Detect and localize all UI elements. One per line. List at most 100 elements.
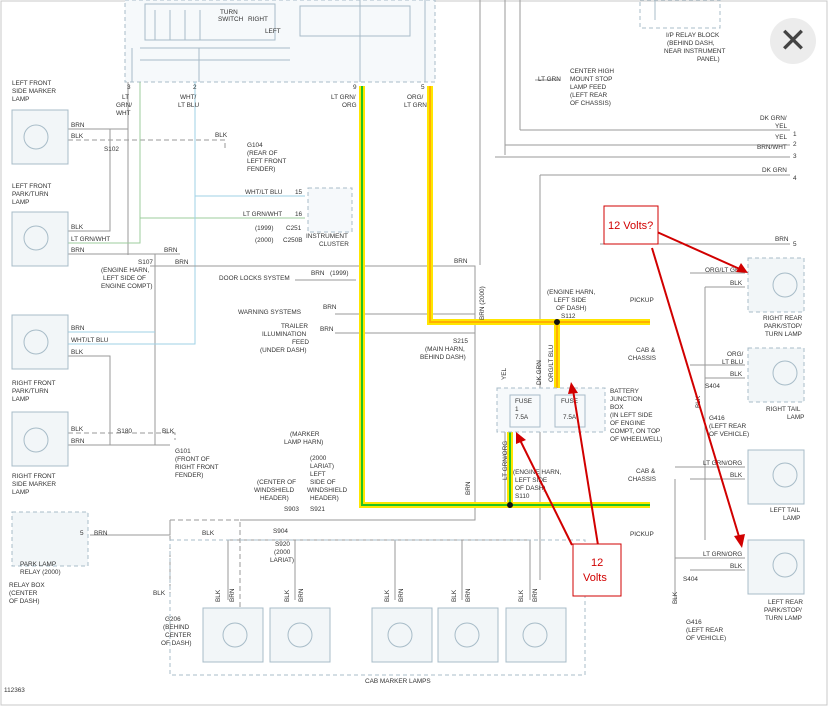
label-c250b: C250B bbox=[283, 237, 303, 244]
label-park-relay-2: RELAY (2000) bbox=[20, 569, 61, 576]
label-rf-park: RIGHT FRONT bbox=[12, 380, 56, 387]
label-brn-e: BRN bbox=[175, 259, 189, 266]
label-y1999: (1999) bbox=[330, 270, 348, 277]
label-w-wht-ltblu: WHT/ bbox=[180, 94, 197, 101]
label-warning: WARNING SYSTEMS bbox=[238, 309, 301, 316]
label-lr-park: LEFT REAR bbox=[768, 599, 803, 606]
label-g101-2: (FRONT OF bbox=[175, 456, 210, 463]
close-icon: ✕ bbox=[778, 21, 808, 61]
label-c251: C251 bbox=[286, 225, 302, 232]
label-g206-3: CENTER bbox=[165, 632, 192, 639]
label-lf-park: LEFT FRONT bbox=[12, 183, 51, 190]
label-s920-3: LARIAT) bbox=[270, 557, 294, 564]
label-rf-park-3: LAMP bbox=[12, 396, 29, 403]
label-dkgrn-yel-2: YEL bbox=[775, 123, 788, 130]
label-g416b: G416 bbox=[686, 619, 702, 626]
label-chmsl-5: OF CHASSIS) bbox=[570, 100, 611, 107]
label-lf-park-2: PARK/TURN bbox=[12, 191, 49, 198]
wiring-lines bbox=[68, 0, 790, 610]
label-blk-m: BLK bbox=[153, 590, 166, 597]
label-orgltblu-r2: LT BLU bbox=[722, 359, 743, 366]
label-cabch-a: CAB & bbox=[636, 347, 656, 354]
label-pin1r: 1 bbox=[793, 131, 797, 138]
label-ltail: LEFT TAIL bbox=[770, 507, 801, 514]
label-s112: (ENGINE HARN, bbox=[547, 289, 596, 296]
label-s920: S920 bbox=[275, 541, 290, 548]
label-brnwht-r: BRN/WHT bbox=[757, 144, 787, 151]
label-g206: G206 bbox=[165, 616, 181, 623]
label-rf-park-2: PARK/TURN bbox=[12, 388, 49, 395]
label-w-ltgrn-org-2: ORG bbox=[342, 102, 357, 109]
label-blk-i: BLK bbox=[71, 349, 84, 356]
label-lf-marker-3: LAMP bbox=[12, 96, 29, 103]
label-s112-2: LEFT SIDE bbox=[554, 297, 586, 304]
label-blk-k: BLK bbox=[162, 428, 175, 435]
label-brn-i: BRN bbox=[71, 325, 85, 332]
label-g416a-2: (LEFT REAR bbox=[709, 423, 747, 430]
label-rr-park-2: PARK/STOP/ bbox=[764, 323, 802, 330]
label-ip-relay-3: NEAR INSTRUMENT bbox=[664, 48, 726, 55]
twelve-volts-question-callout: 12 Volts? bbox=[603, 205, 659, 245]
label-w-org-ltgrn: ORG/ bbox=[407, 94, 424, 101]
lamp-symbols bbox=[11, 109, 805, 676]
label-cl5-brn: BRN bbox=[532, 588, 539, 602]
label-pin5r: 5 bbox=[793, 241, 797, 248]
label-marker-harn-2: LAMP HARN) bbox=[284, 439, 323, 446]
label-cab-marker: CAB MARKER LAMPS bbox=[365, 678, 431, 685]
twelve-volts-callout: 12 Volts bbox=[572, 543, 622, 597]
label-lr-park-2: PARK/STOP/ bbox=[764, 607, 802, 614]
label-brn-f: BRN bbox=[454, 258, 468, 265]
label-s107-3: LEFT SIDE OF bbox=[103, 275, 146, 282]
label-w-ltgrn-wht: LT bbox=[122, 94, 129, 101]
label-turn-switch: TURN bbox=[220, 9, 238, 16]
label-blk-r5: BLK bbox=[730, 563, 743, 570]
label-ltail-2: LAMP bbox=[783, 515, 800, 522]
label-relaybox-2: (CENTER bbox=[9, 590, 38, 597]
label-lr-park-3: TURN LAMP bbox=[765, 615, 802, 622]
label-ltgrn-wht-c: LT GRN/WHT bbox=[71, 236, 110, 243]
label-rf-marker: RIGHT FRONT bbox=[12, 473, 56, 480]
label-pin5: 5 bbox=[421, 84, 425, 91]
label-s904: S904 bbox=[273, 528, 288, 535]
label-pin3r: 3 bbox=[793, 153, 797, 160]
label-bjb-2: JUNCTION bbox=[610, 396, 643, 403]
label-trailer-2: ILLUMINATION bbox=[262, 331, 307, 338]
label-y2000-l2: LARIAT) bbox=[310, 463, 334, 470]
label-ltgrn-top: LT GRN bbox=[538, 76, 561, 83]
label-door-locks: DOOR LOCKS SYSTEM bbox=[219, 275, 290, 282]
label-pin4r: 4 bbox=[793, 175, 797, 182]
label-turn-switch-2: SWITCH bbox=[218, 16, 244, 23]
label-ltgrn-wht-16: LT GRN/WHT bbox=[243, 211, 282, 218]
twelve-text: 12 bbox=[591, 557, 603, 569]
close-button[interactable]: ✕ bbox=[770, 18, 816, 64]
label-turn-left: LEFT bbox=[265, 28, 281, 35]
label-w-ltgrn-wht-2: GRN/ bbox=[116, 102, 132, 109]
label-g104-2: (REAR OF bbox=[247, 150, 278, 157]
label-brn-h: BRN bbox=[320, 326, 334, 333]
label-s110-4: S110 bbox=[515, 493, 530, 500]
label-ltgrnorg-v: LT GRN/ORG bbox=[502, 441, 509, 480]
label-brn-d: BRN bbox=[164, 247, 178, 254]
label-cl1-blk: BLK bbox=[215, 589, 222, 602]
label-blk-r1: BLK bbox=[730, 280, 743, 287]
label-bjb-7: OF WHEELWELL) bbox=[610, 436, 662, 443]
label-g101-3: RIGHT FRONT bbox=[175, 464, 219, 471]
label-fuse1-2: 1 bbox=[515, 406, 519, 413]
ip-relay-block bbox=[639, 0, 721, 29]
label-s112-4: S112 bbox=[561, 313, 576, 320]
label-trailer-3: FEED bbox=[292, 339, 309, 346]
label-relaybox: RELAY BOX bbox=[9, 582, 45, 589]
label-park-relay: PARK LAMP bbox=[20, 561, 56, 568]
label-yel-r: YEL bbox=[775, 134, 788, 141]
label-g416a-3: OF VEHICLE) bbox=[709, 431, 749, 438]
label-s215-2: (MAIN HARN, bbox=[425, 346, 465, 353]
label-pin2: 2 bbox=[193, 84, 197, 91]
label-c251-year: (1999) bbox=[255, 225, 273, 232]
label-blk-a: BLK bbox=[71, 133, 84, 140]
label-fuse2-2: 7.5A bbox=[563, 414, 577, 421]
label-wht-ltblu-i: WHT/LT BLU bbox=[71, 337, 109, 344]
label-center-ws-2: WINDSHIELD bbox=[254, 487, 295, 494]
label-ip-relay-4: PANEL) bbox=[697, 56, 720, 63]
